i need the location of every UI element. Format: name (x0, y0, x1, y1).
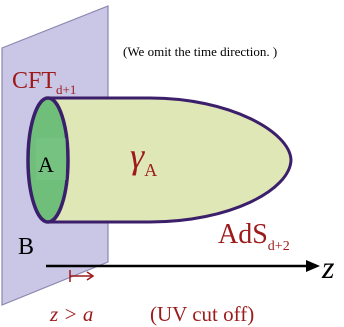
time-direction-note: (We omit the time direction. ) (123, 44, 277, 59)
z-axis-label: z (321, 249, 335, 285)
region-a-label: A (38, 152, 54, 177)
ads-label: AdSd+2 (218, 219, 290, 254)
cutoff-condition: z > a (49, 302, 93, 326)
cutoff-arrow-head (86, 271, 95, 281)
plane-overlap (36, 138, 66, 180)
cft-label: CFTd+1 (12, 68, 76, 97)
cutoff-label: (UV cut off) (150, 302, 254, 326)
gamma-a-label: γA (130, 136, 157, 180)
z-axis-arrowhead (306, 260, 320, 272)
region-a-disk (26, 96, 70, 224)
region-b-label: B (18, 234, 34, 260)
minimal-surface-tube (46, 96, 293, 224)
